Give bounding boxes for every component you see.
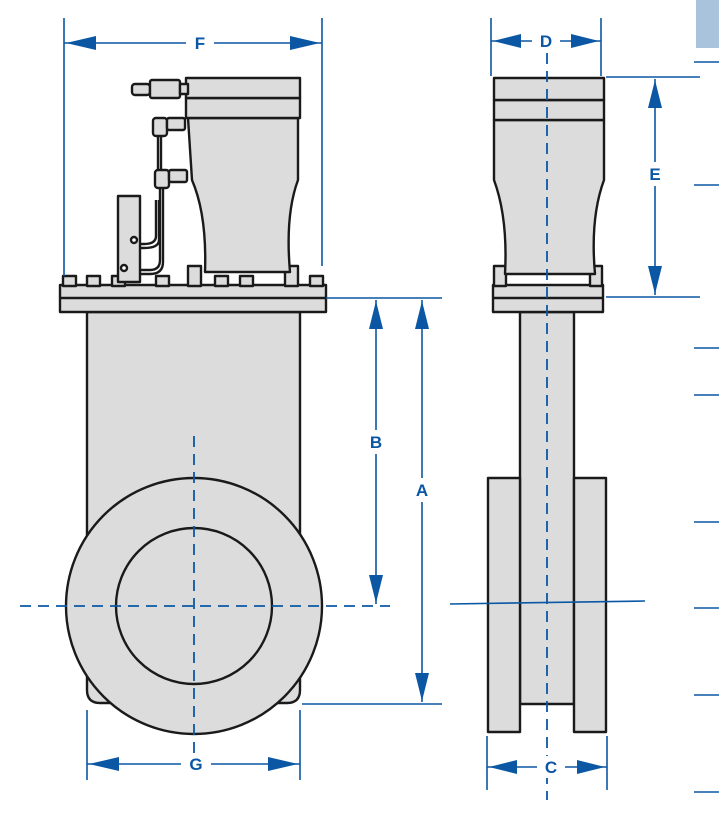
side-actuator-cap [492, 76, 606, 102]
side-flange-right [572, 476, 608, 734]
page-tab [696, 0, 719, 48]
side-horizontal-centerline [449, 600, 646, 605]
dimension-labels: F D E B A G C [181, 30, 668, 778]
air-line [128, 136, 165, 276]
label-G: G [189, 755, 202, 774]
label-D: D [540, 32, 552, 51]
label-F: F [195, 34, 205, 53]
side-actuator-body [492, 118, 606, 276]
actuator-body [186, 116, 300, 274]
side-flange-left [486, 476, 522, 734]
actuator-cap [184, 76, 302, 100]
actuator-ring [184, 96, 302, 120]
label-E: E [649, 165, 660, 184]
side-actuator-ring [492, 98, 606, 122]
label-C: C [545, 758, 557, 777]
front-view [20, 76, 390, 770]
label-A: A [416, 481, 428, 500]
limit-switch [116, 194, 142, 284]
pneumatic-fittings [130, 78, 190, 190]
label-B: B [370, 433, 382, 452]
side-view [449, 35, 646, 800]
edge-ticks [694, 61, 719, 793]
